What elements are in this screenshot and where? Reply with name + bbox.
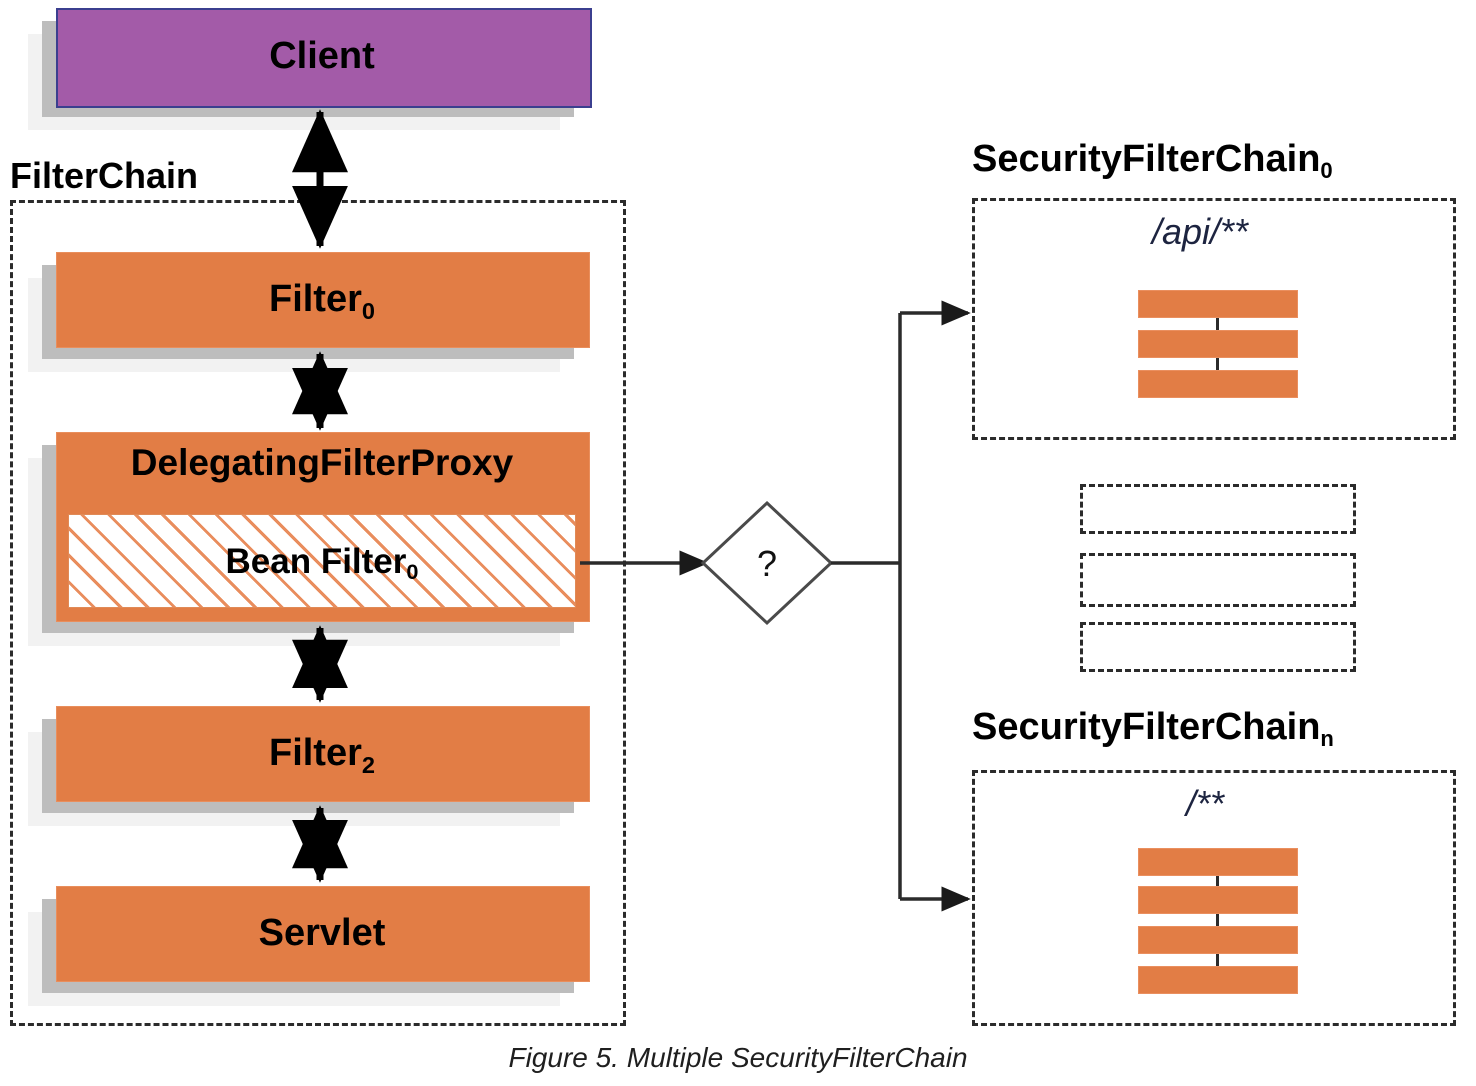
client-label: Client <box>269 35 375 77</box>
security-filter-chain-0-title: SecurityFilterChain0 <box>972 138 1333 184</box>
security-filter-chain-0-pattern: /api/** <box>1152 211 1249 252</box>
chain-placeholder-1 <box>1080 484 1356 534</box>
filter-2-label: Filter2 <box>268 732 375 778</box>
chain-placeholder-2 <box>1080 553 1356 607</box>
chain-0-filter-bar[interactable] <box>1138 370 1298 398</box>
filterchain-group-label: FilterChain <box>10 155 199 196</box>
chain-n-filter-bar[interactable] <box>1138 926 1298 954</box>
chain-n-filter-bar[interactable] <box>1138 848 1298 876</box>
delegating-filter-proxy-label: DelegatingFilterProxy <box>130 442 514 483</box>
security-filter-chain-0-container <box>972 198 1456 440</box>
bean-filter-0-node[interactable]: Bean Filter0 <box>68 514 576 608</box>
client-node[interactable]: Client <box>28 8 592 130</box>
decision-question-label: ? <box>757 543 778 584</box>
servlet-node[interactable]: Servlet <box>28 886 590 1006</box>
security-filter-chain-n-title: SecurityFilterChainn <box>972 706 1334 752</box>
bean-filter-0-label: Bean Filter0 <box>225 541 419 585</box>
security-filter-chain-n-container <box>972 770 1456 1026</box>
chain-n-filter-bar[interactable] <box>1138 966 1298 994</box>
filter-2-node[interactable]: Filter2 <box>28 706 590 826</box>
chain-0-filter-bar[interactable] <box>1138 290 1298 318</box>
servlet-label: Servlet <box>258 912 386 954</box>
security-filter-chain-n-pattern: /** <box>1186 783 1225 824</box>
chain-placeholder-3 <box>1080 622 1356 672</box>
chain-0-filter-bar[interactable] <box>1138 330 1298 358</box>
filter-0-label: Filter0 <box>268 278 375 324</box>
filter-0-node[interactable]: Filter0 <box>28 252 590 372</box>
figure-caption: Figure 5. Multiple SecurityFilterChain <box>508 1042 968 1073</box>
chain-n-filter-bar[interactable] <box>1138 886 1298 914</box>
